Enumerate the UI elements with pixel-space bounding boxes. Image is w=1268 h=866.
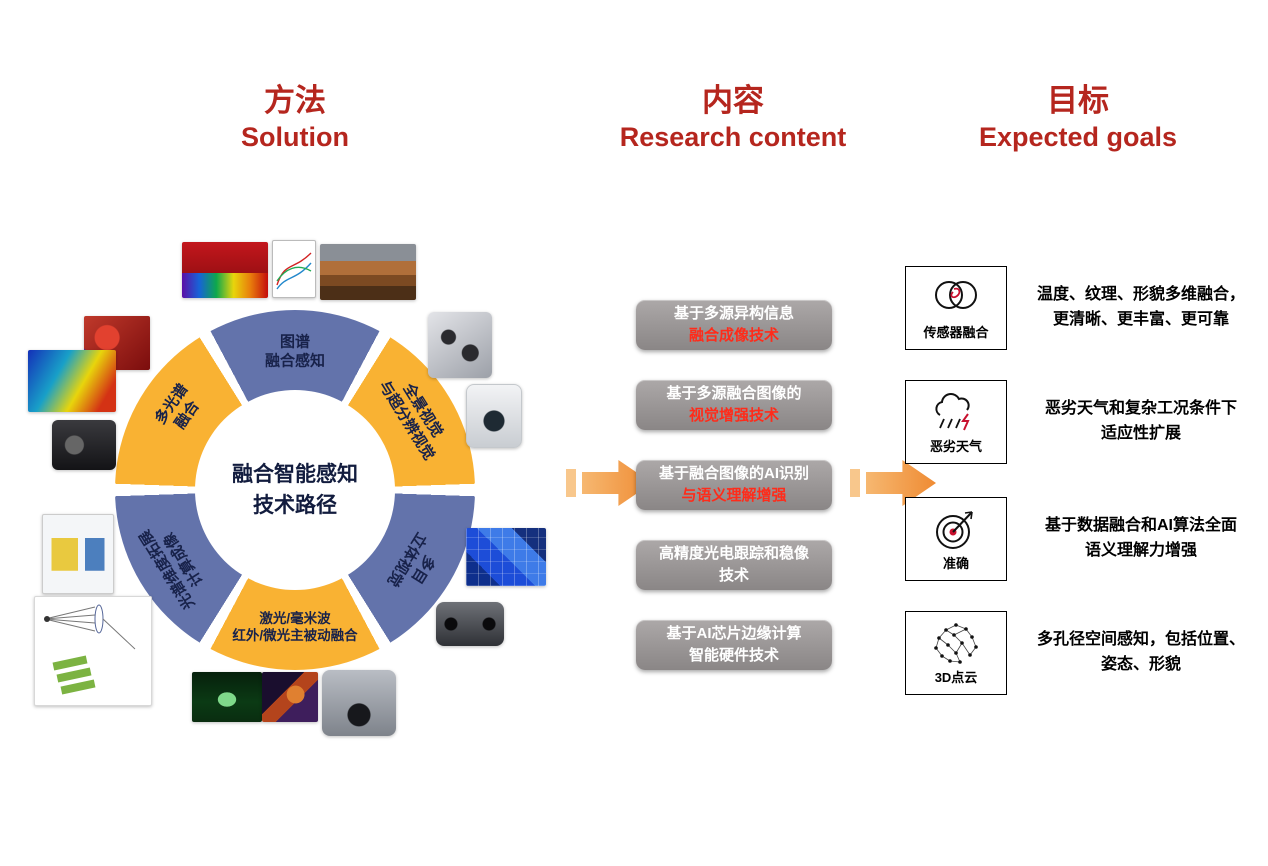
goal-row-3d-point-cloud: 3D点云 多孔径空间感知，包括位置、 姿态、形貌 [905,611,1255,695]
arrow-leading-stripe [566,469,576,497]
3d-blocks-image [466,528,546,586]
goal-box-sensor-fusion: 传感器融合 [905,266,1007,350]
donut-segment-label-laser-mmwave-fusion: 激光/毫米波 红外/微光主被动融合 [232,611,358,643]
header-research-content-en: Research content [619,121,847,152]
content-box-photoelectric-tracking: 高精度光电跟踪和稳像 技术 [636,540,832,590]
lens-device-image [52,420,116,470]
pipeline-scene-image [320,244,416,300]
spectrometer-diagram-image [42,514,114,594]
goal-desc: 恶劣天气和复杂工况条件下 适应性扩展 [1044,400,1237,442]
content-box-ai-recognition: 基于融合图像的AI识别 与语义理解增强 [636,460,832,510]
goal-label: 3D点云 [934,669,978,685]
content-box-line2: 技术 [718,567,749,584]
content-box-line1: 基于AI芯片边缘计算 [666,625,802,643]
optical-path-sketch [44,604,136,695]
content-box-line2: 智能硬件技术 [688,647,779,664]
gimbal-camera-image [322,670,396,736]
header-solution-en: Solution [241,121,349,152]
content-box-fusion-imaging: 基于多源异构信息 融合成像技术 [636,300,832,350]
header-research-content: 内容 Research content [583,82,883,155]
point-cloud-icon [934,622,978,664]
goal-desc: 多孔径空间感知，包括位置、 姿态、形貌 [1036,631,1245,673]
stereo-camera-image [436,602,504,646]
goal-label: 传感器融合 [923,324,989,340]
target-accuracy-icon [936,510,973,549]
solution-donut-chart: 融合智能感知 技术路径 图谱 融合感知 全景视觉 与超分辨视觉 多目 立体视觉 … [115,310,475,670]
content-box-line1: 高精度光电跟踪和稳像 [658,545,809,563]
header-expected-goals: 目标 Expected goals [938,82,1218,155]
night-vision-ship-image [192,672,262,722]
goal-desc: 温度、纹理、形貌多维融合， 更清晰、更丰富、更可靠 [1036,286,1245,328]
spectra-chart-lines [276,252,312,290]
spectral-cube-image [182,242,268,298]
dome-camera-image [466,384,522,448]
goal-label: 准确 [942,555,969,571]
content-box-line1: 基于多源异构信息 [673,305,794,323]
spectra-chart-image [272,240,316,298]
sensor-fusion-venn-icon [935,280,977,309]
goal-row-accuracy: 准确 基于数据融合和AI算法全面 语义理解力增强 [905,497,1255,581]
header-solution-zh: 方法 [264,83,326,118]
multi-camera-cube-image [428,312,492,378]
content-box-line2: 融合成像技术 [688,327,779,344]
donut-center-label: 融合智能感知 技术路径 [232,462,358,518]
content-box-line1: 基于融合图像的AI识别 [658,465,809,483]
content-box-visual-enhancement: 基于多源融合图像的 视觉增强技术 [636,380,832,430]
goal-row-bad-weather: 恶劣天气 恶劣天气和复杂工况条件下 适应性扩展 [905,380,1255,464]
goal-box-3d-point-cloud: 3D点云 [905,611,1007,695]
header-expected-goals-en: Expected goals [978,121,1178,152]
donut-segment-label-spectral-fusion-sensing: 图谱 融合感知 [264,333,326,369]
header-expected-goals-zh: 目标 [1047,83,1109,118]
optical-path-diagram-image [34,596,152,706]
content-box-line2: 与语义理解增强 [681,487,787,504]
goal-box-bad-weather: 恶劣天气 [905,380,1007,464]
thermal-image [28,350,116,412]
goal-box-accuracy: 准确 [905,497,1007,581]
goal-row-sensor-fusion: 传感器融合 温度、纹理、形貌多维融合， 更清晰、更丰富、更可靠 [905,266,1255,350]
low-light-scene-image [262,672,318,722]
goal-label: 恶劣天气 [929,438,982,454]
content-box-line1: 基于多源融合图像的 [666,385,802,403]
arrow-leading-stripe [850,469,860,497]
bad-weather-icon [935,392,970,430]
donut-hole [195,390,395,590]
goal-desc: 基于数据融合和AI算法全面 语义理解力增强 [1044,517,1237,559]
header-solution: 方法 Solution [175,82,415,155]
header-research-content-zh: 内容 [702,83,764,118]
content-box-line2: 视觉增强技术 [688,407,779,424]
content-box-ai-chip-edge-computing: 基于AI芯片边缘计算 智能硬件技术 [636,620,832,670]
